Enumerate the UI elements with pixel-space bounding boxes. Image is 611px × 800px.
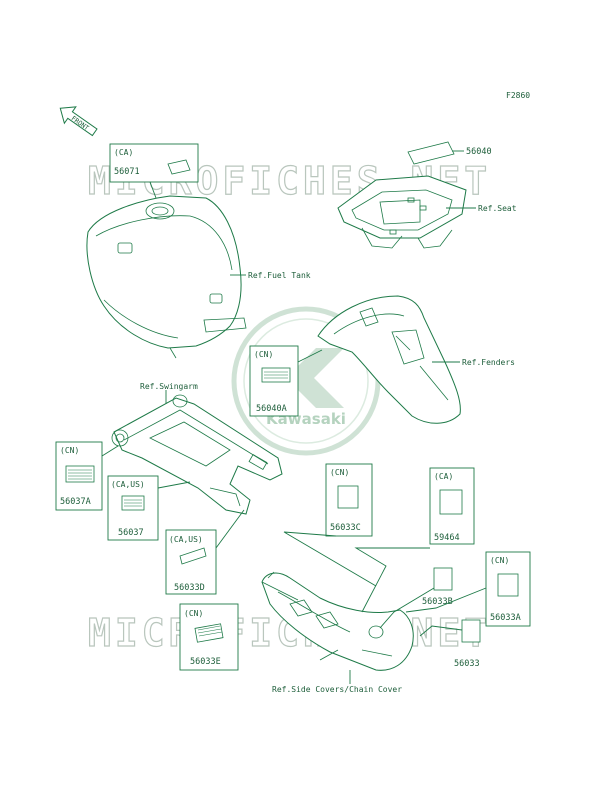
- callout-56033D: (CA,US) 56033D: [165, 509, 245, 595]
- ref-side-covers: Ref.Side Covers/Chain Cover: [272, 685, 402, 694]
- decal-56033: [461, 619, 481, 643]
- callout-56071: (CA) 56071: [109, 143, 199, 199]
- rear-fender-part: [317, 295, 461, 424]
- callout-56040A: (CN) 56040A: [249, 345, 323, 417]
- part-56037A: 56037A: [60, 497, 91, 507]
- decal-56033A: [497, 573, 519, 597]
- part-56033E: 56033E: [190, 657, 221, 667]
- part-56033A: 56033A: [490, 613, 521, 623]
- region-56033C: (CN): [330, 468, 349, 477]
- callout-56033C: (CN) 56033C: [283, 463, 377, 587]
- region-56040A: (CN): [254, 350, 273, 359]
- part-59464: 59464: [434, 533, 460, 543]
- callout-59464: (CA) 59464: [354, 467, 475, 613]
- front-arrow-icon: FRONT: [59, 106, 98, 137]
- part-56033B: 56033B: [422, 597, 453, 607]
- region-56033D: (CA,US): [169, 535, 203, 544]
- region-56033A: (CN): [490, 556, 509, 565]
- part-56033C: 56033C: [330, 523, 361, 533]
- callout-56033: 56033: [419, 619, 481, 669]
- decal-56037A: [65, 465, 95, 483]
- region-59464: (CA): [434, 472, 453, 481]
- ref-seat: Ref.Seat: [478, 204, 517, 213]
- ref-fenders: Ref.Fenders: [462, 358, 515, 367]
- part-56071: 56071: [114, 167, 140, 177]
- swingarm-part: [111, 394, 283, 515]
- fuel-tank-part: [86, 195, 247, 359]
- part-56033: 56033: [454, 659, 480, 669]
- decal-56071: [167, 159, 191, 175]
- callout-56033B: 56033B: [379, 567, 453, 629]
- seat-decal-56040: [407, 141, 455, 165]
- seat-part: [337, 175, 467, 249]
- part-56040: 56040: [466, 147, 492, 157]
- figure-id: F2860: [506, 91, 530, 100]
- region-56037: (CA,US): [111, 480, 145, 489]
- region-56071: (CA): [114, 148, 133, 157]
- part-56033D: 56033D: [174, 583, 205, 593]
- callout-56033E: (CN) 56033E: [179, 603, 239, 671]
- decal-56033C: [337, 485, 359, 509]
- callout-56037A: (CN) 56037A: [55, 441, 119, 511]
- side-cover-part: [261, 571, 414, 671]
- callout-56037: (CA,US) 56037: [107, 475, 191, 541]
- decal-56033D: [179, 547, 207, 565]
- decal-56033E: [194, 623, 224, 643]
- callout-56033A: (CN) 56033A: [405, 551, 531, 627]
- part-56040A: 56040A: [256, 404, 287, 414]
- part-56037: 56037: [118, 528, 144, 538]
- region-56037A: (CN): [60, 446, 79, 455]
- ref-fuel-tank: Ref.Fuel Tank: [248, 271, 311, 280]
- region-56033E: (CN): [184, 609, 203, 618]
- decal-56033B: [433, 567, 453, 591]
- ref-swingarm: Ref.Swingarm: [140, 382, 198, 391]
- decal-59464: [439, 489, 463, 515]
